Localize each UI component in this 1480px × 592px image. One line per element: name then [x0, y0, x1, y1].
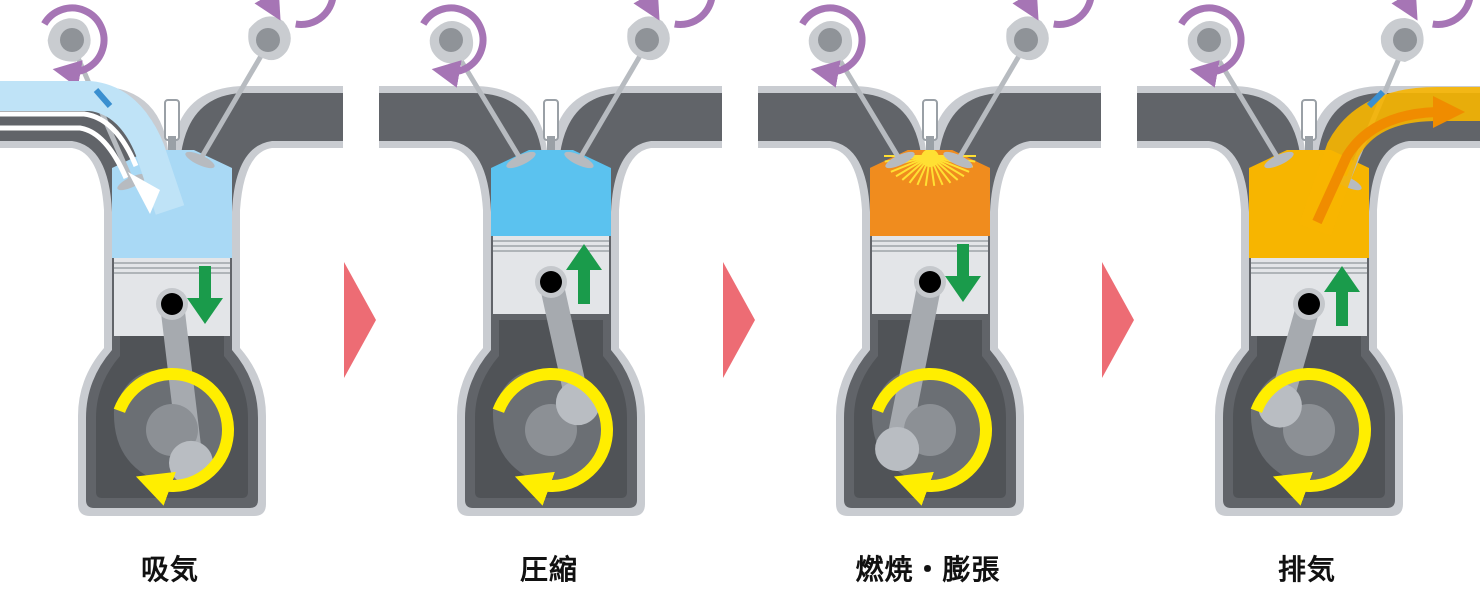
stage-label: 吸気 [140, 553, 199, 586]
intake-air [0, 81, 185, 215]
stage-label: 燃焼・膨張 [855, 553, 1001, 586]
cam-center [1197, 28, 1221, 52]
cam-rotation-arrow [420, 4, 487, 88]
intake-valve [448, 42, 536, 169]
cam-center [60, 28, 84, 52]
exhaust-gas [1298, 87, 1480, 236]
valve-head [564, 151, 594, 169]
camshaft [799, 4, 866, 88]
stage-label: 排気 [1277, 553, 1336, 586]
exhaust-valve [943, 42, 1029, 169]
exhaust-flow [1298, 87, 1480, 236]
valve-stem [955, 42, 1029, 162]
arrow-shaft [578, 268, 590, 304]
cam-center [818, 28, 842, 52]
piston-motion-arrow [187, 266, 223, 324]
valve-stem [1206, 42, 1282, 162]
cam-rotation-arrow [41, 4, 108, 88]
spark-plug [1301, 99, 1317, 141]
intake-valve [827, 42, 915, 169]
ignition-burst [870, 149, 990, 190]
camshaft [627, 0, 715, 61]
intake-arrow-head [128, 172, 160, 214]
cam-center [1014, 28, 1038, 52]
piston-pin [161, 293, 183, 315]
intake-flow-marker [93, 88, 113, 108]
spark-plug-tip [547, 136, 555, 150]
valve-stem [448, 42, 524, 162]
camshaft [41, 4, 108, 88]
arrow-head [187, 298, 223, 324]
stage-3 [758, 0, 1101, 516]
crank-rotation-arrow [1250, 368, 1371, 506]
stage-4 [1137, 0, 1480, 516]
valve-head [506, 151, 536, 169]
exhaust-flow-marker [1366, 89, 1386, 109]
stage-label: 圧縮 [519, 553, 578, 586]
cam-center [439, 28, 463, 52]
valve-stem [576, 42, 650, 162]
arrow-head [566, 244, 602, 270]
crank-rotation-arrow [113, 368, 234, 506]
crank-rotation-arrow [871, 368, 992, 506]
valve-head [943, 151, 973, 169]
valve-head [185, 151, 215, 169]
intake-valve [1206, 42, 1294, 169]
exhaust-arrow-head [1433, 96, 1465, 128]
camshaft [1178, 4, 1245, 88]
crank-pin [875, 427, 920, 471]
valve-head [117, 173, 147, 191]
stage-transition-arrow [344, 262, 376, 378]
stage-2 [379, 0, 722, 516]
spark-plug [164, 99, 180, 141]
valve-head [885, 151, 915, 169]
cam-rotation-arrow [1391, 0, 1473, 28]
cam-rotation-arrow [254, 0, 336, 28]
stage-transition-arrow [723, 262, 755, 378]
camshaft [1380, 0, 1473, 62]
crank-rotation-arrow [492, 368, 613, 506]
piston-pin [1298, 293, 1320, 315]
arrow-shaft [199, 266, 211, 302]
piston-pin [919, 271, 941, 293]
valve-stem [827, 42, 903, 162]
piston-pin [540, 271, 562, 293]
camshaft [420, 4, 487, 88]
exhaust-valve [564, 42, 650, 169]
stage-transition-arrow [1102, 262, 1134, 378]
camshaft [248, 0, 336, 61]
intake-streak [0, 125, 129, 179]
combustion-chamber [491, 168, 611, 236]
valve-head [1264, 151, 1294, 169]
camshaft [1006, 0, 1094, 61]
cam-center [256, 28, 280, 52]
cam-center [1393, 28, 1417, 52]
spark-plug-tip [926, 136, 934, 150]
stage-1 [0, 0, 343, 516]
cam-center [635, 28, 659, 52]
cam-rotation-arrow [633, 0, 715, 28]
spark-plug-tip [1305, 136, 1313, 150]
spark-plug [922, 99, 938, 141]
arrow-shaft [1336, 290, 1348, 326]
cam-rotation-arrow [1012, 0, 1094, 28]
arrow-head [945, 276, 981, 302]
valve-stem [197, 42, 271, 162]
connecting-rod [885, 270, 942, 461]
intake-flow [0, 81, 185, 215]
piston-motion-arrow [566, 244, 602, 304]
cam-rotation-arrow [799, 4, 866, 88]
exhaust-valve [185, 42, 271, 169]
piston-motion-arrow [1324, 266, 1360, 326]
exhaust-streak [1312, 107, 1438, 225]
arrow-head [1324, 266, 1360, 292]
arrow-shaft [957, 244, 969, 280]
cam-rotation-arrow [1178, 4, 1245, 88]
intake-streak [0, 111, 139, 167]
piston-motion-arrow [945, 244, 981, 302]
spark-plug-tip [168, 136, 176, 150]
spark-plug [543, 99, 559, 141]
spark-core [921, 149, 939, 167]
